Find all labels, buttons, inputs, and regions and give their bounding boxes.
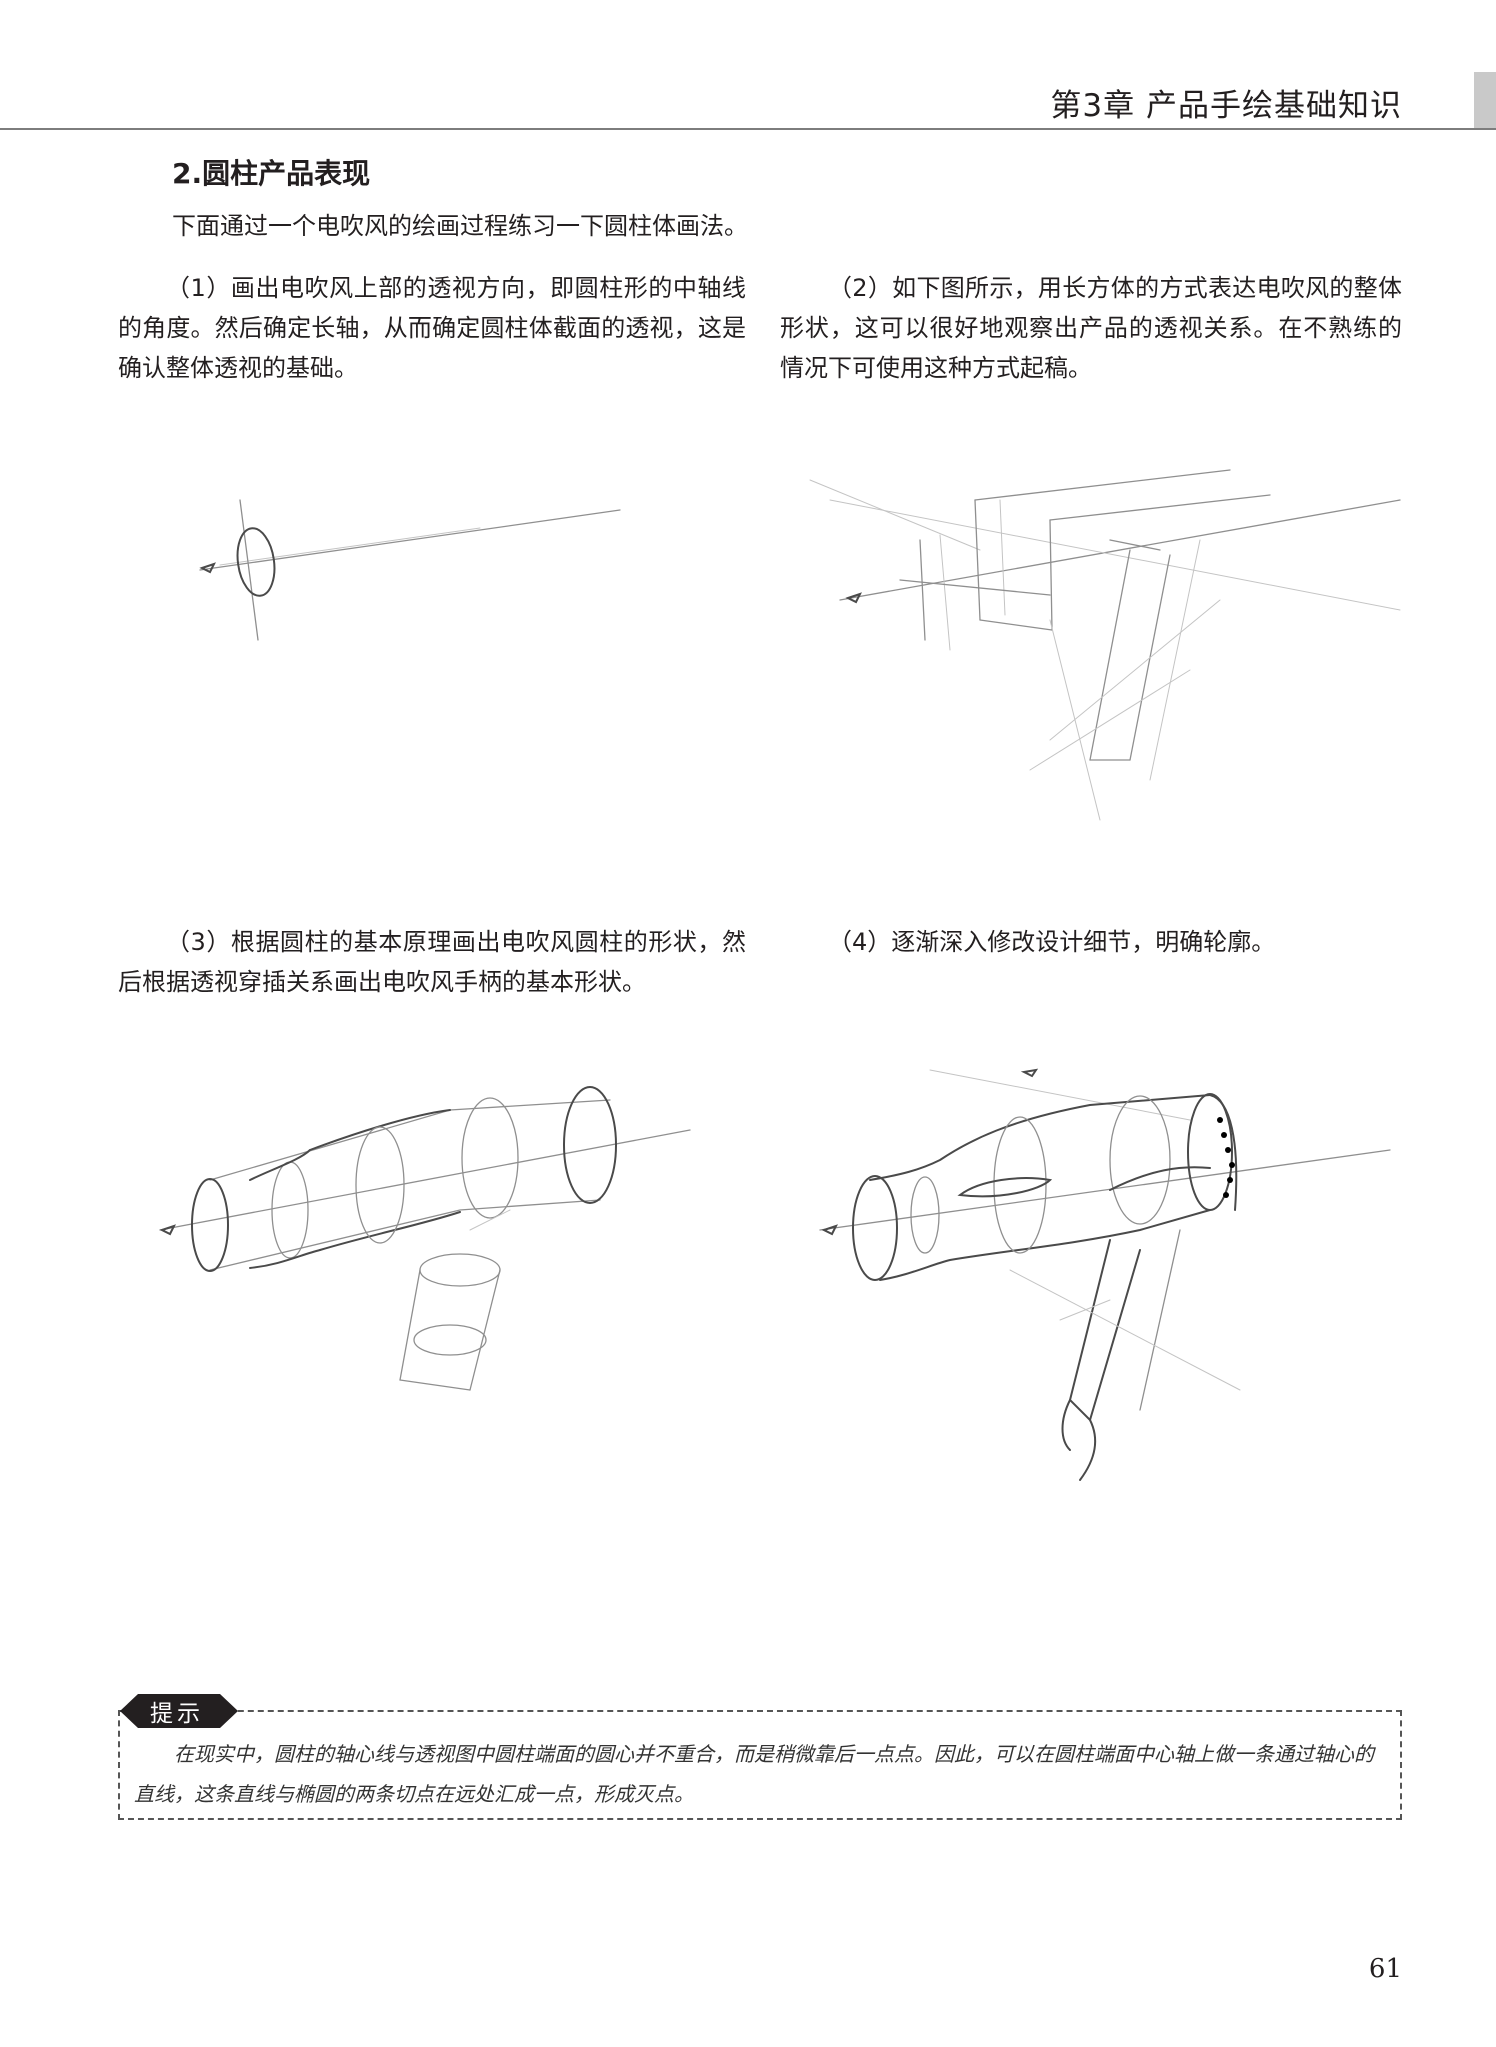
sketch-step-3: [159, 1086, 691, 1391]
tip-box: [118, 1710, 1402, 1820]
tip-text: 在现实中，圆柱的轴心线与透视图中圆柱端面的圆心并不重合，而是稍微靠后一点点。因此…: [134, 1742, 1374, 1806]
chapter-title: 第3章 产品手绘基础知识: [1050, 88, 1402, 124]
tip-label: 提示: [150, 1701, 204, 1727]
sketch-step-2: [809, 469, 1401, 821]
tip-badge: [120, 1694, 238, 1728]
step-4-text: （4）逐渐深入修改设计细节，明确轮廓。: [828, 928, 1276, 956]
header-rule: [0, 128, 1496, 130]
section-title: 2.圆柱产品表现: [172, 157, 371, 190]
page-number: 61: [1368, 1954, 1402, 1984]
sketch-step-4: [819, 1068, 1391, 1481]
section-intro: 下面通过一个电吹风的绘画过程练习一下圆柱体画法。: [172, 212, 748, 240]
sketch-step-1: [199, 499, 621, 641]
step-2-text: （2）如下图所示，用长方体的方式表达电吹风的整体形状，这可以很好地观察出产品的透…: [780, 274, 1402, 382]
step-3-text: （3）根据圆柱的基本原理画出电吹风圆柱的形状，然后根据透视穿插关系画出电吹风手柄…: [118, 928, 746, 996]
header-side-bar: [1474, 72, 1496, 128]
step-1-text: （1）画出电吹风上部的透视方向，即圆柱形的中轴线的角度。然后确定长轴，从而确定圆…: [118, 274, 746, 382]
